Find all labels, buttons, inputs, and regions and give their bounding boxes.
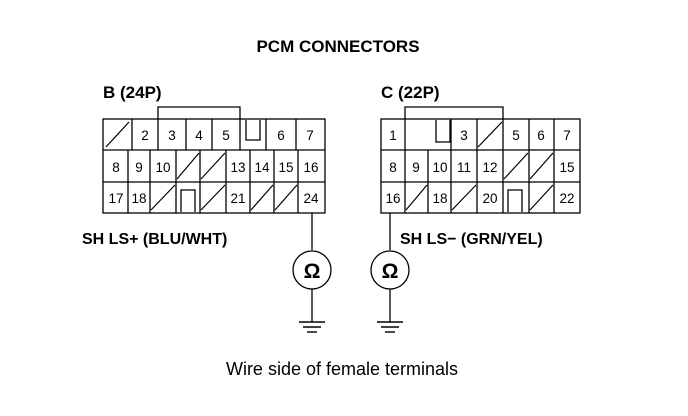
pin-label: 16 [303,160,318,175]
connector-c [380,106,581,214]
ground-icon [377,321,403,333]
diagram-title: PCM CONNECTORS [256,37,419,56]
pin-label: 7 [306,128,314,143]
diagram-caption: Wire side of female terminals [226,359,458,379]
connector-b-bottom-key [180,189,196,212]
connector-c-label: C (22P) [381,83,440,102]
pin-label: 13 [230,160,245,175]
connector-b-top-key [245,120,261,141]
connector-b-pins: 2 3 4 5 6 7 8 9 10 13 14 15 16 17 18 21 … [108,128,319,206]
pin-label: 9 [135,160,143,175]
connector-c-unused-cells [405,121,554,211]
probe-lead-c16 [370,213,410,322]
connector-b [102,106,326,214]
connector-c-top-tab [404,106,504,119]
pin-label: 20 [482,191,497,206]
pin-label: 3 [460,128,468,143]
connector-c-pins: 1 3 5 6 7 8 9 10 11 12 15 16 18 20 22 [385,128,574,206]
pin-label: 24 [303,191,319,206]
pin-label: 1 [389,128,397,143]
pin-label: 9 [412,160,420,175]
pin-label: 21 [230,191,245,206]
pin-label: 11 [457,160,471,175]
pin-label: 7 [563,128,571,143]
pin-label: 16 [385,191,400,206]
pin-label: 3 [168,128,176,143]
pin-label: 10 [155,160,170,175]
pin-label: 18 [432,191,447,206]
connector-b-unused-cells [105,121,298,211]
pin-label: 4 [195,128,203,143]
connector-b-body [102,118,326,214]
lead-label-negative: SH LS− (GRN/YEL) [400,231,543,248]
pin-label: 12 [482,160,497,175]
pin-label: 10 [432,160,447,175]
pin-label: 8 [389,160,397,175]
probe-lead-b24 [292,213,332,322]
pin-label: 2 [141,128,149,143]
connector-c-bottom-key [507,189,523,212]
connector-c-body [380,118,581,214]
pin-label: 5 [512,128,520,143]
pin-label: 17 [108,191,123,206]
pin-label: 6 [277,128,285,143]
ohm-symbol: Ω [304,260,321,283]
pin-label: 15 [278,160,293,175]
pin-label: 18 [131,191,146,206]
pin-label: 15 [559,160,574,175]
ground-icon [299,321,325,333]
pin-label: 22 [559,191,574,206]
connector-b-label: B (24P) [103,83,162,102]
ohm-symbol: Ω [382,260,399,283]
pin-label: 14 [254,160,270,175]
lead-label-positive: SH LS+ (BLU/WHT) [82,231,227,248]
pin-label: 6 [537,128,545,143]
connector-b-top-tab [157,106,241,119]
connector-c-top-key [435,120,451,143]
pin-label: 5 [222,128,230,143]
pin-label: 8 [112,160,120,175]
